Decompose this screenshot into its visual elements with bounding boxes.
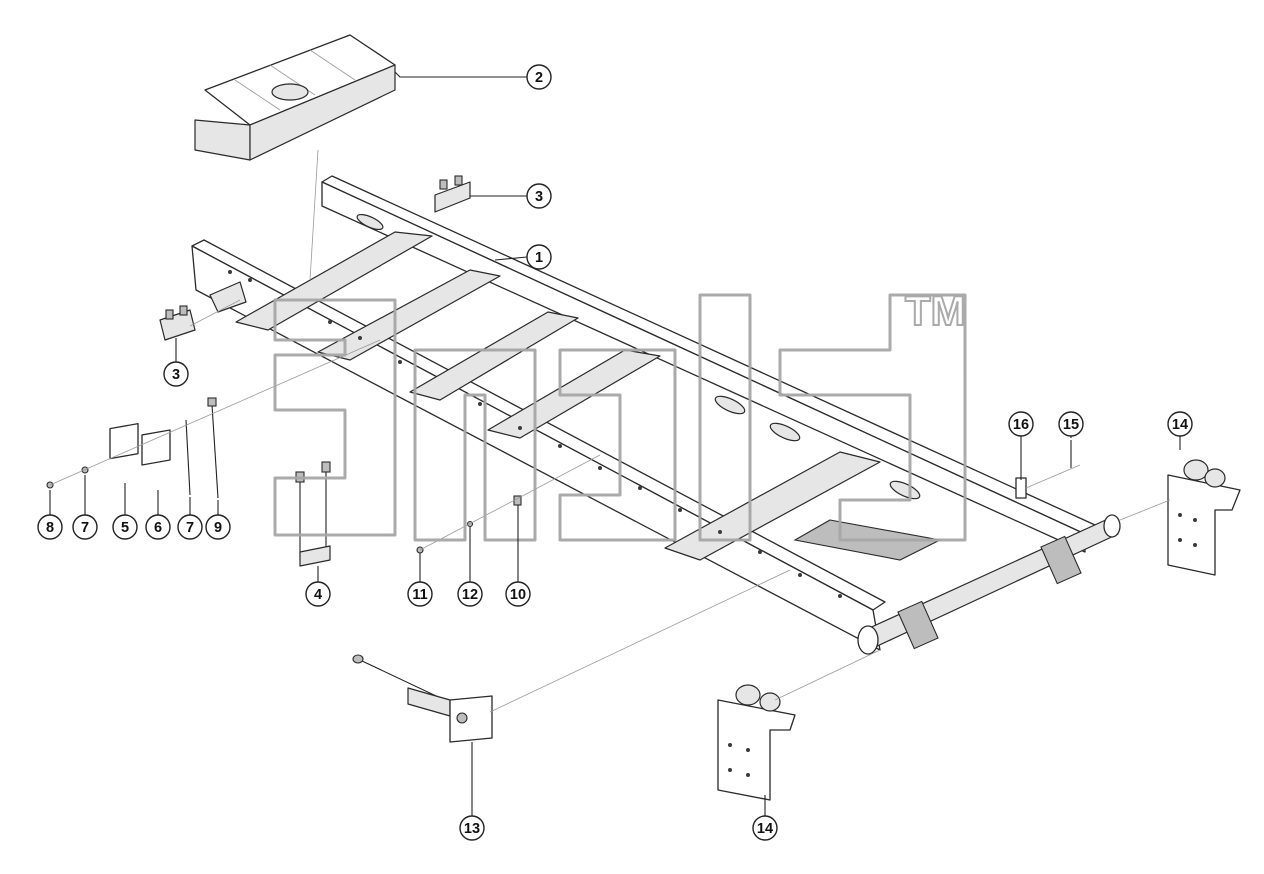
hanger-part-14-bottom: [717, 684, 796, 801]
callout-2: 2: [526, 64, 552, 90]
svg-text:10: 10: [510, 587, 526, 603]
platform-front-face: [194, 119, 251, 161]
svg-text:3: 3: [172, 367, 180, 383]
watermark: TM: [273, 286, 967, 542]
front-rail-holes: [228, 270, 842, 598]
svg-text:15: 15: [1063, 417, 1079, 433]
svg-text:7: 7: [186, 520, 194, 536]
watermark-glyph-1: [273, 298, 397, 537]
hanger-part-14-right: [1167, 459, 1241, 576]
svg-text:6: 6: [154, 520, 162, 536]
frame-rail-rear: [321, 181, 1086, 553]
callout-10: 10: [505, 581, 531, 607]
rail-slot-4: [889, 480, 921, 500]
platform-part-2: [194, 34, 396, 161]
callout-14-bottom: 14: [752, 815, 778, 841]
callout-5: 5: [112, 514, 138, 540]
svg-text:3: 3: [535, 189, 543, 205]
plate-part-5: [109, 423, 139, 460]
callout-3-lower: 3: [163, 361, 189, 387]
svg-text:14: 14: [1172, 417, 1188, 433]
frame-rail-rear-top: [321, 175, 1096, 535]
cross-member-1: [235, 231, 433, 331]
watermark-glyph-4: [698, 293, 752, 542]
callout-6: 6: [145, 514, 171, 540]
platform-side-face: [249, 64, 396, 161]
callout-12: 12: [457, 581, 483, 607]
plate-part-16: [1015, 477, 1027, 499]
svg-text:12: 12: [462, 587, 478, 603]
watermark-glyph-5: [778, 293, 967, 542]
callout-11: 11: [407, 581, 433, 607]
rail-slot-1: [356, 213, 384, 231]
axle-clamp-right: [1040, 535, 1082, 585]
svg-text:14: 14: [757, 821, 773, 837]
svg-text:8: 8: [46, 520, 54, 536]
axle-end-left: [857, 625, 879, 655]
callout-7-left: 7: [72, 514, 98, 540]
plate-part-6: [141, 429, 171, 466]
svg-text:16: 16: [1013, 417, 1029, 433]
rail-slot-2: [714, 395, 746, 415]
axle-end-right: [1103, 514, 1121, 538]
hardware-parts-5-9: [46, 397, 219, 499]
watermark-glyph-2: [413, 348, 537, 542]
rod-assembly-part-13: [352, 654, 493, 743]
svg-text:9: 9: [214, 520, 222, 536]
svg-text:4: 4: [314, 587, 322, 603]
callout-1: 1: [526, 244, 552, 270]
callout-16: 16: [1008, 411, 1034, 437]
svg-text:2: 2: [535, 70, 543, 86]
watermark-trademark: TM: [905, 287, 966, 334]
callout-9: 9: [205, 514, 231, 540]
rod-bracket: [449, 695, 493, 743]
svg-text:11: 11: [412, 587, 427, 603]
callout-14-right: 14: [1167, 411, 1193, 437]
callout-4: 4: [305, 581, 331, 607]
svg-text:5: 5: [121, 520, 129, 536]
bracket-part-3-lower: [159, 305, 196, 341]
svg-text:13: 13: [464, 821, 480, 837]
svg-text:1: 1: [535, 250, 543, 266]
cross-member-3: [409, 311, 579, 401]
cross-member-2: [317, 269, 501, 361]
rail-slot-3: [769, 422, 801, 442]
bracket-part-3-upper: [434, 175, 471, 213]
callout-8: 8: [37, 514, 63, 540]
watermark-glyph-3: [558, 348, 677, 542]
leader-lines: [49, 71, 1181, 816]
assembly-guide-lines: [49, 149, 1171, 713]
mount-block: [209, 281, 247, 313]
bolt-part-7b: [185, 419, 191, 496]
frame-assembly: [191, 175, 1096, 651]
axle-clamp-left: [897, 600, 939, 650]
callout-13: 13: [459, 815, 485, 841]
bolt-part-9: [211, 404, 219, 499]
platform-center-hole: [271, 83, 309, 101]
callout-15: 15: [1058, 411, 1084, 437]
axle-tube: [857, 514, 1121, 655]
callout-7-right: 7: [177, 514, 203, 540]
callout-3-upper: 3: [526, 183, 552, 209]
svg-text:7: 7: [81, 520, 89, 536]
